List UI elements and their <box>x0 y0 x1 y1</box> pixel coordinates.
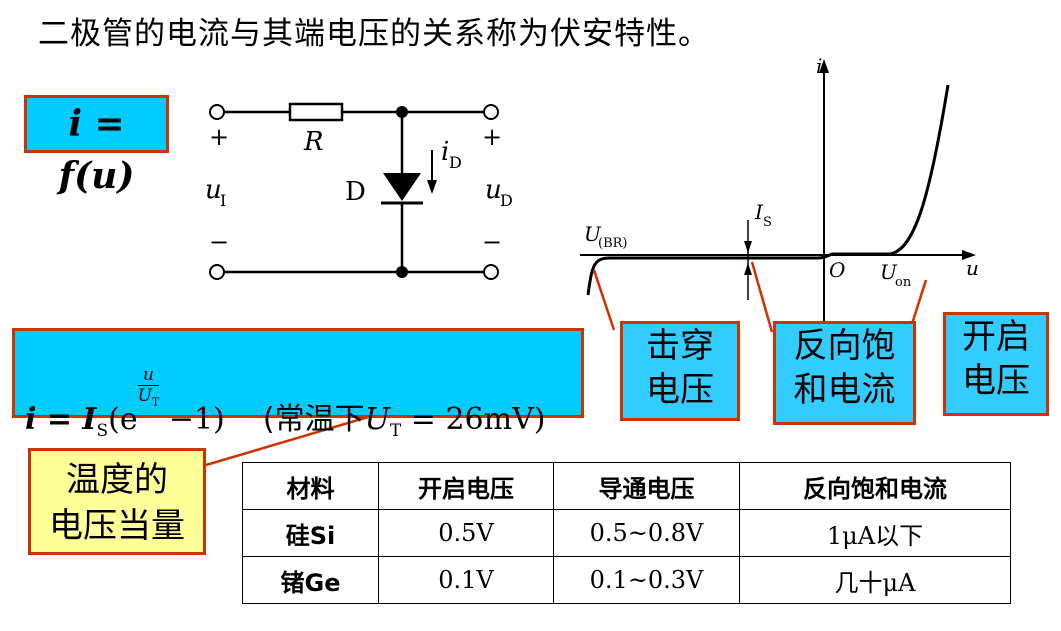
page-title: 二极管的电流与其端电压的关系称为伏安特性。 <box>38 16 710 52</box>
terminal-in-top <box>209 104 225 120</box>
saturation-label: I <box>754 200 764 224</box>
resistor <box>288 102 344 122</box>
table-cell: 锗Ge <box>242 556 379 604</box>
resistor-label: R <box>303 127 324 157</box>
saturation-current-callout: 反向饱 和电流 <box>773 321 916 425</box>
current-label: i <box>441 137 449 167</box>
iv-characteristic-graph: i u O U (BR) I S U on <box>580 55 979 325</box>
breakdown-label: U <box>584 222 602 246</box>
breakdown-sub: (BR) <box>598 236 628 251</box>
terminal-out-bottom <box>483 264 499 280</box>
current-label-sub: D <box>449 153 462 172</box>
input-voltage-sub: I <box>220 191 226 210</box>
table-row: 硅Si 0.5V 0.5~0.8V 1μA以下 <box>242 509 1011 557</box>
node-top <box>396 106 408 118</box>
terminal-in-bottom <box>209 264 225 280</box>
x-axis-arrow <box>962 250 976 260</box>
input-voltage-label: u <box>205 175 222 205</box>
header-onset-voltage: 开启电压 <box>378 462 554 510</box>
table-cell: 硅Si <box>242 509 379 557</box>
callout-line: 电压 <box>962 361 1030 401</box>
output-voltage-sub: D <box>500 191 513 210</box>
table-cell: 1μA以下 <box>739 509 1011 557</box>
header-conduction-voltage: 导通电压 <box>553 462 740 510</box>
output-voltage-label: u <box>485 175 502 205</box>
header-saturation-current: 反向饱和电流 <box>739 462 1011 510</box>
x-axis-label: u <box>966 256 979 280</box>
onset-label: U <box>880 260 898 284</box>
input-minus: − <box>209 228 229 256</box>
y-axis-arrow <box>819 59 829 73</box>
formula-box: i = f(u) <box>24 95 169 197</box>
node-bottom <box>396 266 408 278</box>
callout-line: 温度的 <box>66 460 168 500</box>
thermal-voltage-callout: 温度的 电压当量 <box>28 448 206 555</box>
diode-parameter-table: 材料 开启电压 导通电压 反向饱和电流 硅Si 0.5V 0.5~0.8V 1μ… <box>242 462 1011 604</box>
iv-curve <box>586 84 950 296</box>
table-cell: 0.5V <box>378 509 554 557</box>
header-material: 材料 <box>242 462 379 510</box>
output-minus: − <box>482 228 502 256</box>
callout-line: 开启 <box>962 317 1030 357</box>
callout-line: 电压 <box>646 370 714 410</box>
callout-line: 和电流 <box>793 370 896 410</box>
is-arrow-up <box>744 263 752 275</box>
callout-line: 反向饱 <box>793 326 896 366</box>
table-cell: 0.5~0.8V <box>553 509 740 557</box>
diode-symbol <box>383 173 421 201</box>
table-cell: 几十μA <box>739 556 1011 604</box>
origin-label: O <box>829 258 845 282</box>
table-cell: 0.1V <box>378 556 554 604</box>
callout-line: 电压当量 <box>49 506 185 546</box>
onset-sub: on <box>895 275 912 290</box>
current-arrow <box>427 180 437 194</box>
output-plus: + <box>482 123 502 151</box>
diode-label: D <box>345 177 366 207</box>
onset-voltage-callout: 开启 电压 <box>943 312 1049 416</box>
table-header-row: 材料 开启电压 导通电压 反向饱和电流 <box>242 462 1011 510</box>
table-row: 锗Ge 0.1V 0.1~0.3V 几十μA <box>242 556 1011 604</box>
input-plus: + <box>209 123 229 151</box>
circuit-diagram: R D i D + + − − u I u D <box>205 102 513 280</box>
table-cell: 0.1~0.3V <box>553 556 740 604</box>
callout-line: 击穿 <box>646 326 714 366</box>
breakdown-voltage-callout: 击穿 电压 <box>620 321 740 421</box>
y-axis-label: i <box>816 55 822 78</box>
terminal-out-top <box>483 104 499 120</box>
saturation-sub: S <box>763 215 772 230</box>
is-arrow-down <box>744 241 752 253</box>
